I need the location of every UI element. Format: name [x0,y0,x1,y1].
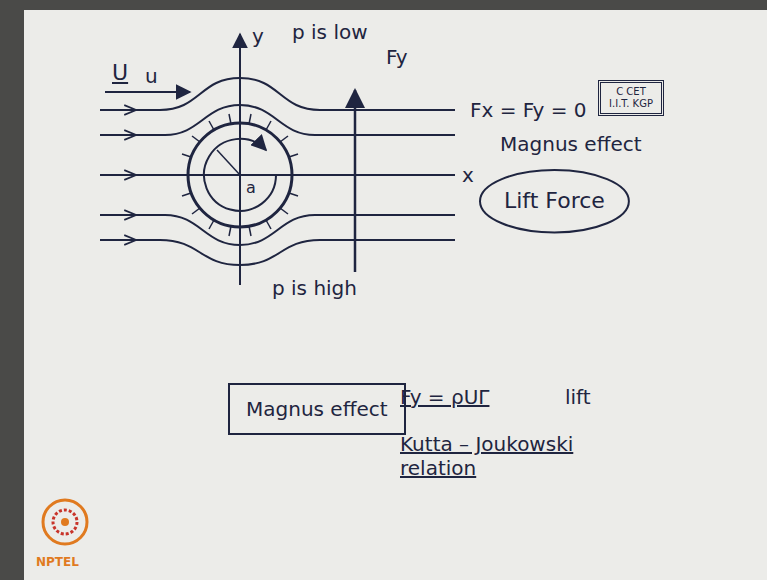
paper-sheet [24,10,767,580]
nptel-logo [43,500,87,544]
node-text: Magnus effect [246,397,388,421]
handwritten-label: Kutta – Joukowski relation [400,432,600,480]
streamlines [100,78,455,265]
label-holder: p is high [272,276,357,300]
label-holder: NPTEL [36,551,79,570]
paper-margin [0,0,767,10]
y-axis [239,34,241,285]
node-text: Lift Force [504,188,605,214]
label-box: Magnus effect [228,383,406,435]
cylinder-hatching [178,114,302,236]
handwritten-label: Fy [386,45,408,69]
cylinder [188,123,292,227]
label-holder: Magnus effect [500,132,642,156]
label-holder: Fy = ρUΓ [400,385,489,409]
label-holder: Kutta – Joukowski relation [400,432,600,480]
handwritten-label: p is low [292,20,368,44]
handwritten-label: U [112,60,128,86]
label-holder: Fy [386,45,408,69]
handwritten-label: x [462,163,474,187]
radius-line [217,150,240,175]
paper-margin [0,0,24,580]
streamline [100,105,455,135]
handwritten-label: u [145,64,158,88]
node-text: C CET I.I.T. KGP [605,86,657,110]
lift-ellipse: Lift Force [478,168,631,234]
label-holder: Fx = Fy = 0 [470,98,587,122]
label-holder: y [252,24,264,48]
label-holder: a [246,178,256,197]
ellipse-outline [480,170,629,232]
label-holder: lift [565,385,591,409]
label-holder: u [145,64,158,88]
streamline [100,240,455,265]
rotation-arrow [204,139,276,211]
handwritten-label: p is high [272,276,357,300]
label-holder: x [462,163,474,187]
label-holder: U [112,60,128,86]
label-box: C CET I.I.T. KGP [598,80,664,116]
x-axis [100,174,455,176]
handwritten-label: Fy = ρUΓ [400,385,489,409]
logo-text: NPTEL [36,555,79,569]
handwritten-label: y [252,24,264,48]
handwritten-label: a [246,178,256,197]
handwritten-label: Fx = Fy = 0 [470,98,587,122]
lift-force-arrow [354,90,357,272]
free-stream-arrow [105,91,190,93]
label-holder: p is low [292,20,368,44]
handwritten-label: lift [565,385,591,409]
handwritten-label: Magnus effect [500,132,642,156]
